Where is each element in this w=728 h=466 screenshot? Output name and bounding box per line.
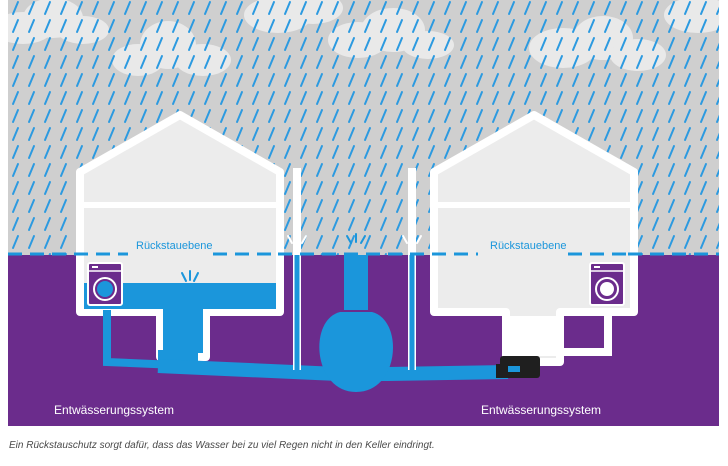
drainage-system-label-left: Entwässerungssystem	[54, 403, 175, 417]
figure-caption: Ein Rückstauschutz sorgt dafür, dass das…	[9, 440, 435, 451]
house-left	[76, 111, 284, 361]
sewer-shaft	[319, 255, 393, 392]
drainage-system-label-right: Entwässerungssystem	[481, 403, 602, 417]
house-right	[430, 111, 638, 366]
backflow-valve-icon	[496, 356, 540, 378]
water-splash-icon	[181, 270, 199, 282]
water-splash-icon	[346, 233, 366, 244]
washing-machine-icon	[589, 262, 625, 306]
water-splash-icon	[287, 233, 422, 244]
washing-machine-icon	[87, 262, 123, 306]
backflow-level-label-left: Rückstauebene	[136, 240, 213, 252]
backflow-diagram	[8, 0, 719, 426]
backflow-level-label-right: Rückstauebene	[490, 240, 567, 252]
